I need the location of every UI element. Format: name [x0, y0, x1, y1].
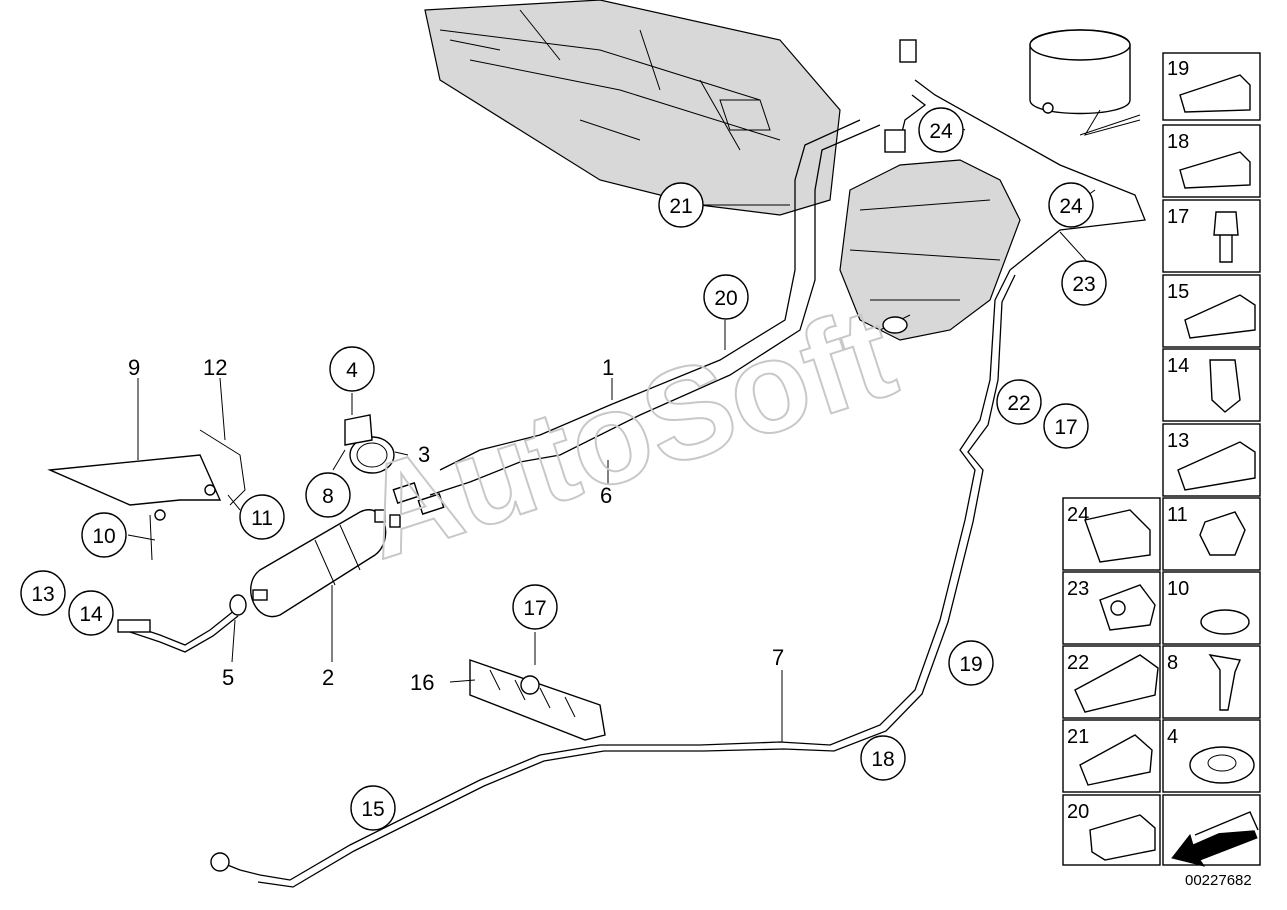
panel-17: 17 [1167, 206, 1189, 228]
parts-panel-right: 19 18 17 15 14 13 11 10 8 4 [1162, 52, 1261, 867]
heat-shield-drawing [47, 429, 246, 561]
circled-callouts: 4 8 11 10 13 14 20 21 24 24 23 22 17 17 … [20, 107, 1107, 831]
callout-20: 20 [714, 287, 737, 310]
callout-24-top: 24 [929, 120, 953, 143]
callout-4: 4 [346, 359, 358, 382]
underbody-drawing [424, 0, 1021, 341]
panel-10: 10 [1167, 578, 1189, 600]
callout-15: 15 [361, 798, 384, 821]
callout-19: 19 [959, 653, 982, 676]
panel-14: 14 [1167, 355, 1189, 377]
callout-23: 23 [1072, 273, 1095, 296]
panel-20: 20 [1067, 801, 1089, 823]
panel-4: 4 [1167, 726, 1178, 748]
callout-8: 8 [322, 485, 334, 508]
label-12: 12 [203, 355, 227, 380]
label-16: 16 [410, 670, 434, 695]
line-connectors [392, 39, 917, 515]
label-9: 9 [128, 355, 140, 380]
panel-13: 13 [1167, 430, 1189, 452]
watermark: AutoSoft [344, 278, 911, 586]
leader-lines [127, 114, 1096, 742]
callout-17-right: 17 [1054, 416, 1077, 439]
panel-21: 21 [1067, 726, 1089, 748]
callout-10: 10 [92, 525, 115, 548]
fuel-filter-drawing [250, 509, 401, 618]
callout-24-right: 24 [1059, 195, 1083, 218]
panel-19: 19 [1167, 58, 1189, 80]
label-1: 1 [602, 355, 614, 380]
callout-21: 21 [669, 195, 692, 218]
callout-18: 18 [871, 748, 894, 771]
label-2: 2 [322, 665, 334, 690]
callout-22: 22 [1007, 392, 1030, 415]
callout-13: 13 [31, 583, 54, 606]
clamp-drawing [344, 414, 395, 474]
panel-22: 22 [1067, 652, 1089, 674]
panel-15: 15 [1167, 281, 1189, 303]
callout-11: 11 [251, 507, 273, 530]
callout-17-holder: 17 [523, 597, 546, 620]
document-number: 00227682 [1185, 872, 1252, 889]
panel-8: 8 [1167, 652, 1178, 674]
panel-18: 18 [1167, 131, 1189, 153]
charcoal-canister-drawing [1029, 29, 1141, 136]
panel-11: 11 [1167, 504, 1188, 526]
label-5: 5 [222, 665, 234, 690]
panel-23: 23 [1067, 578, 1089, 600]
label-3: 3 [418, 442, 430, 467]
label-7: 7 [772, 645, 784, 670]
fuel-lines [117, 79, 1146, 888]
parts-panel-left: 24 23 22 21 20 [1062, 497, 1161, 866]
pipe-holder-drawing [469, 659, 606, 741]
panel-24: 24 [1067, 504, 1089, 526]
callout-14: 14 [79, 603, 103, 626]
label-6: 6 [600, 483, 612, 508]
